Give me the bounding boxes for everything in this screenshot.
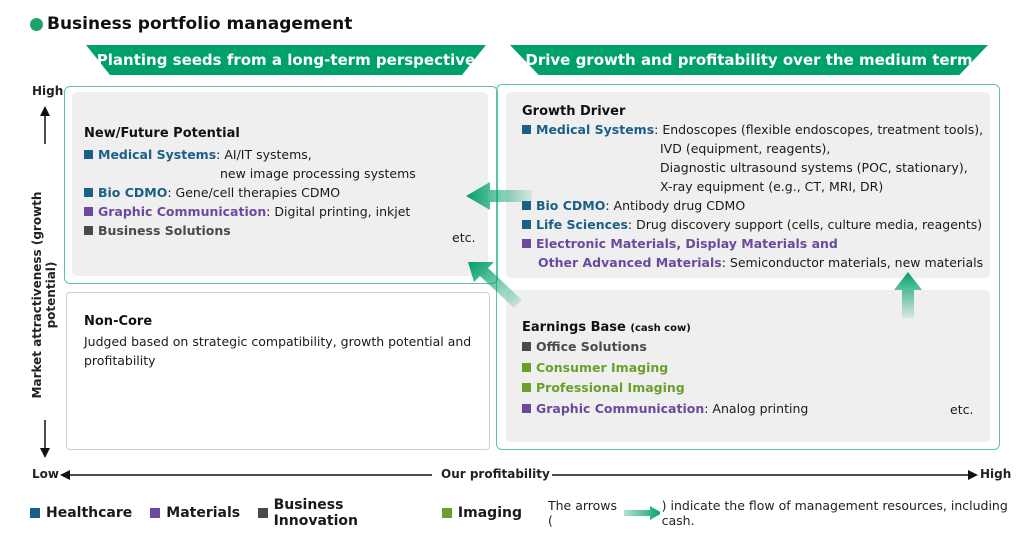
imaging-square-icon: [441, 508, 452, 518]
x-axis-label: Our profitability: [441, 467, 550, 481]
page-title: Business portfolio management: [30, 14, 352, 34]
list-item-cont: IVD (equipment, reagents),: [660, 141, 831, 156]
y-axis-label: Market attractiveness (growth potential): [30, 191, 58, 399]
x-axis-high-label: High: [980, 467, 1012, 481]
healthcare-square-icon: [522, 125, 531, 134]
new-future-title: New/Future Potential: [84, 126, 240, 141]
list-item: Life Sciences: Drug discovery support (c…: [522, 215, 983, 234]
business-innovation-square-icon: [522, 342, 531, 351]
list-item-cont: Diagnostic ultrasound systems (POC, stat…: [660, 160, 968, 175]
materials-square-icon: [522, 239, 531, 248]
y-axis-arrows: [40, 106, 50, 458]
business-innovation-square-icon: [258, 508, 268, 518]
list-item-cont: X-ray equipment (e.g., CT, MRI, DR): [660, 179, 884, 194]
etc-label: etc.: [452, 230, 476, 245]
list-item: Professional Imaging: [522, 378, 808, 399]
up-arrow-icon: [894, 272, 922, 318]
materials-square-icon: [150, 508, 161, 518]
etc-label: etc.: [950, 402, 974, 417]
legend-materials: Materials: [150, 505, 240, 521]
healthcare-square-icon: [84, 188, 93, 197]
list-item: Medical Systems: AI/IT systems,: [84, 145, 416, 164]
long-term-outline: [64, 86, 498, 284]
list-item: Bio CDMO: Antibody drug CDMO: [522, 196, 983, 215]
banner-medium-term: Drive growth and profitability over the …: [510, 45, 988, 75]
list-item-cont: new image processing systems: [220, 166, 416, 181]
y-axis-high-label: High: [32, 84, 64, 98]
imaging-square-icon: [522, 362, 531, 372]
healthcare-square-icon: [84, 150, 93, 159]
growth-driver-block: Growth Driver Medical Systems: Endoscope…: [522, 104, 983, 272]
diagonal-arrow-icon: [468, 262, 522, 308]
list-item: Medical Systems: Endoscopes (flexible en…: [522, 120, 983, 139]
healthcare-square-icon: [30, 508, 40, 518]
x-axis-arrows: [60, 470, 978, 480]
non-core-title: Non-Core: [84, 314, 153, 329]
list-item: Bio CDMO: Gene/cell therapies CDMO: [84, 183, 416, 202]
list-item: Office Solutions: [522, 337, 808, 358]
list-item: Graphic Communication: Digital printing,…: [84, 202, 416, 221]
materials-square-icon: [522, 403, 531, 413]
earnings-base-block: Earnings Base (cash cow) Office Solution…: [522, 320, 808, 419]
list-item: Electronic Materials, Display Materials …: [522, 234, 983, 253]
flow-arrow-icon: [623, 506, 660, 520]
quadrant-new-future: [72, 92, 488, 276]
healthcare-square-icon: [522, 201, 531, 210]
quadrant-non-core: [66, 292, 490, 450]
list-item-cont: Other Advanced Materials: Semiconductor …: [538, 255, 984, 270]
list-item: Consumer Imaging: [522, 358, 808, 379]
legend-imaging: Imaging: [441, 505, 522, 521]
non-core-block: Non-Core Judged based on strategic compa…: [84, 314, 472, 368]
banner-long-term: Planting seeds from a long-term perspect…: [86, 45, 486, 75]
legend-healthcare: Healthcare: [30, 505, 132, 521]
left-arrow-icon: [466, 182, 532, 210]
healthcare-square-icon: [522, 220, 531, 229]
arrow-note: The arrows ( ) indicate the flow of mana…: [547, 498, 1008, 528]
legend-business-innovation: Business Innovation: [258, 497, 424, 529]
bullet-dot-icon: [30, 17, 43, 31]
quadrant-growth-driver: [506, 92, 990, 278]
imaging-square-icon: [522, 383, 531, 392]
growth-driver-title: Growth Driver: [522, 104, 626, 119]
new-future-block: New/Future Potential Medical Systems: AI…: [84, 126, 416, 240]
list-item: Graphic Communication: Analog printing: [522, 399, 808, 420]
earnings-base-title: Earnings Base (cash cow): [522, 320, 691, 335]
legend: Healthcare Materials Business Innovation…: [30, 497, 1024, 529]
x-axis-low-label: Low: [32, 467, 59, 481]
list-item: Business Solutions: [84, 221, 416, 240]
materials-square-icon: [84, 207, 93, 216]
business-innovation-square-icon: [84, 226, 93, 235]
medium-term-outline: [496, 84, 1000, 450]
